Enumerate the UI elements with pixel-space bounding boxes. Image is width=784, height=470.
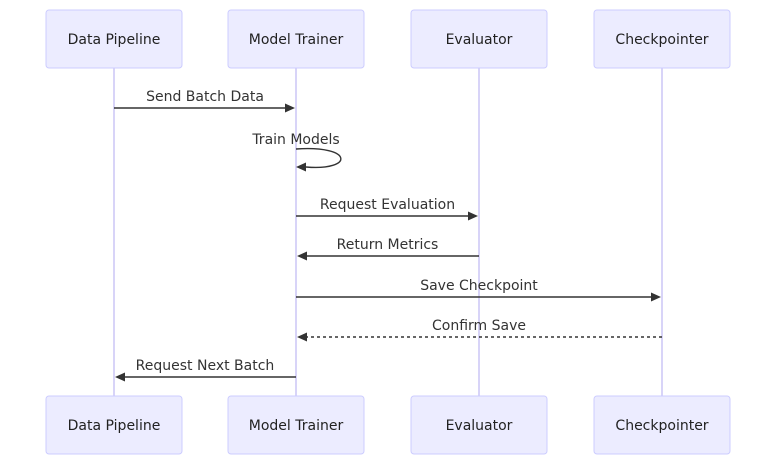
participant-trainer-bottom: Model Trainer bbox=[227, 395, 365, 455]
arrowhead bbox=[651, 292, 661, 302]
arrowhead bbox=[296, 162, 306, 172]
participant-box bbox=[410, 395, 548, 455]
participant-label: Checkpointer bbox=[615, 32, 708, 48]
participant-label: Data Pipeline bbox=[68, 418, 161, 434]
message-6: Confirm Save bbox=[297, 318, 662, 342]
participant-box bbox=[227, 9, 365, 69]
self-message-loop bbox=[295, 147, 342, 169]
participant-box bbox=[45, 395, 183, 455]
arrowhead bbox=[115, 372, 125, 382]
participants-top: Data Pipeline Model Trainer Evaluator Check… bbox=[45, 9, 731, 69]
participants-bottom: Data Pipeline Model Trainer Evaluator Check… bbox=[45, 395, 731, 455]
message-label: Request Next Batch bbox=[136, 358, 275, 374]
participant-checkpointer-bottom: Checkpointer bbox=[593, 395, 731, 455]
participant-checkpointer-top: Checkpointer bbox=[593, 9, 731, 69]
message-7: Request Next Batch bbox=[115, 358, 296, 382]
message-label: Request Evaluation bbox=[320, 197, 455, 213]
participant-box bbox=[227, 395, 365, 455]
message-1: Send Batch Data bbox=[114, 89, 295, 113]
message-label: Save Checkpoint bbox=[420, 278, 538, 294]
participant-label: Evaluator bbox=[446, 32, 513, 48]
participant-box bbox=[593, 395, 731, 455]
lifelines bbox=[113, 68, 663, 396]
message-3: Request Evaluation bbox=[296, 197, 478, 221]
message-4: Return Metrics bbox=[297, 237, 479, 261]
message-label: Train Models bbox=[251, 132, 339, 148]
arrowhead bbox=[468, 211, 478, 221]
participant-label: Data Pipeline bbox=[68, 32, 161, 48]
participant-evaluator-bottom: Evaluator bbox=[410, 395, 548, 455]
participant-box bbox=[410, 9, 548, 69]
arrowhead bbox=[285, 103, 295, 113]
message-label: Send Batch Data bbox=[146, 89, 264, 105]
arrowhead bbox=[297, 251, 307, 261]
participant-evaluator-top: Evaluator bbox=[410, 9, 548, 69]
message-2: Train Models bbox=[251, 132, 342, 172]
participant-pipeline-bottom: Data Pipeline bbox=[45, 395, 183, 455]
message-label: Confirm Save bbox=[432, 318, 526, 334]
message-5: Save Checkpoint bbox=[296, 278, 661, 302]
participant-label: Model Trainer bbox=[249, 32, 344, 48]
participant-pipeline-top: Data Pipeline bbox=[45, 9, 183, 69]
participant-box bbox=[45, 9, 183, 69]
participant-label: Checkpointer bbox=[615, 418, 708, 434]
arrowhead bbox=[297, 332, 307, 342]
message-label: Return Metrics bbox=[337, 237, 439, 253]
participant-box bbox=[593, 9, 731, 69]
participant-label: Evaluator bbox=[446, 418, 513, 434]
participant-label: Model Trainer bbox=[249, 418, 344, 434]
participant-trainer-top: Model Trainer bbox=[227, 9, 365, 69]
